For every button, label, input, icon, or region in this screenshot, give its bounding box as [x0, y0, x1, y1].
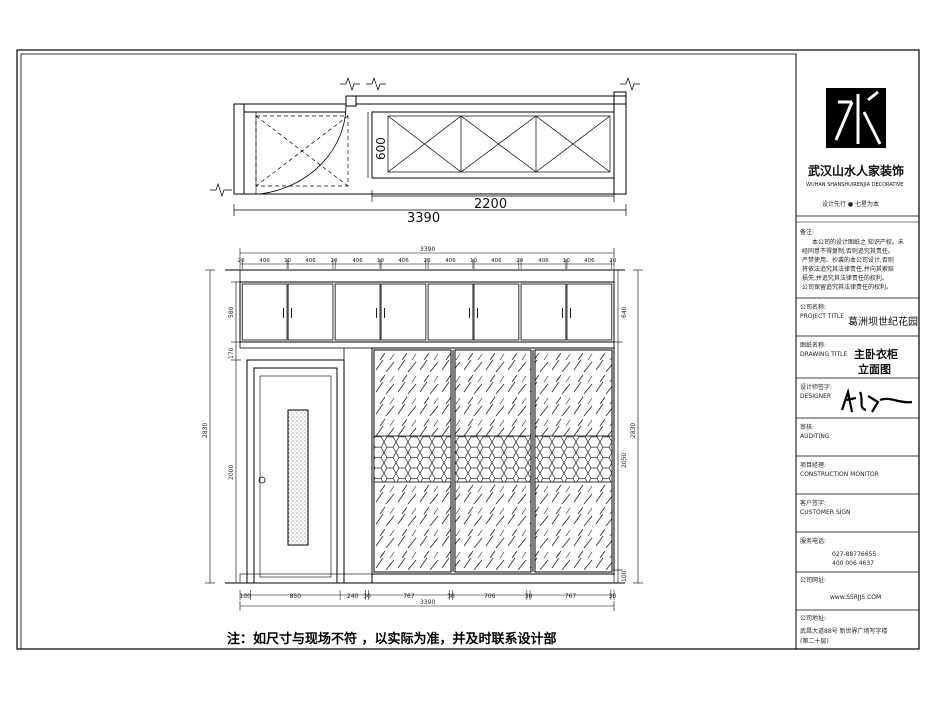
hex-band-2	[454, 435, 532, 483]
upper-cabinet-door	[473, 283, 520, 341]
top-segment-label: 10	[563, 258, 570, 264]
footer-note: 注：如尺寸与现场不符 ，以实际为准，并及时联系设计部	[227, 631, 557, 647]
title-block: 武汉山水人家装饰 WUHAN SHANSHUIRENJIA DECORATIVE…	[795, 54, 919, 649]
address-value-2: (第二十层)	[800, 637, 829, 645]
company-logo	[826, 88, 886, 148]
top-segment-label: 10	[377, 258, 384, 264]
top-segment-label: 406	[352, 258, 363, 264]
elev-top-segments: 20 406 10 406 20 406 10 406 20 406 10 406 20 406 10 406…	[238, 258, 617, 269]
remark-line-2: 经同意不得复制,否则追究其责任。	[802, 247, 894, 255]
company-name-en: WUHAN SHANSHUIRENJIA DECORATIVE	[806, 182, 903, 188]
upper-cabinet-door	[566, 283, 613, 341]
bottom-segment-label: 767	[403, 593, 415, 600]
elevation-view: 3390 20 406 10 406 20 406 10 406 20 406 10 406 20 406…	[202, 246, 643, 611]
bottom-segment-label: 30	[363, 593, 371, 600]
remark-line-5: 损失,并追究其法律责任的权利。	[802, 274, 888, 282]
upper-cabinet-door	[427, 283, 474, 341]
address-value-1: 武昌大道88号 新世界广场写字楼	[800, 627, 888, 635]
upper-cabinet-doors	[241, 283, 613, 341]
drawing-label-en: DRAWING TITLE	[800, 351, 848, 358]
remark-line-3: 严禁使用、抄袭的本公司设计,否则	[802, 256, 894, 264]
remark-line-1: 本公司的设计图纸之 知识产权。未	[812, 238, 904, 246]
remark-label: 备注:	[800, 228, 814, 236]
elev-left-h3: 2000	[228, 465, 235, 480]
remark-line-4: 将依法追究其法律责任,并向其索赔	[802, 265, 894, 273]
elev-right-h1: 640	[621, 306, 628, 318]
remark-line-6: 公司保留追究其法律责任的权利。	[802, 283, 892, 291]
top-segment-label: 406	[445, 258, 456, 264]
elev-right-h3: 100	[621, 570, 628, 582]
top-segment-label: 406	[584, 258, 595, 264]
bottom-segment-label: 706	[484, 593, 496, 600]
plan-depth-label: 600	[374, 137, 388, 160]
top-segment-label: 406	[259, 258, 270, 264]
bottom-segment-label: 30	[609, 593, 617, 600]
hex-band-1	[373, 435, 452, 483]
designer-signature	[840, 387, 913, 413]
construction-label: 项目经理:	[800, 461, 826, 469]
top-segment-label: 406	[398, 258, 409, 264]
elev-bottom-segments: 100 850 240 30 767 30 706 30 767 30	[240, 590, 617, 600]
bottom-segment-label: 100	[240, 593, 252, 600]
top-segment-label: 10	[284, 258, 291, 264]
drawing-label: 图纸名称:	[800, 341, 826, 349]
project-value: 葛洲坝世纪花园	[848, 315, 918, 328]
plan-total-label: 3390	[407, 211, 440, 226]
elev-right-total: 2830	[630, 423, 637, 438]
drawing-value-2: 立面图	[858, 362, 891, 376]
construction-label-en: CONSTRUCTION MONITOR	[800, 471, 879, 478]
upper-cabinet-door	[380, 283, 427, 341]
upper-cabinet-door	[334, 283, 381, 341]
audit-label: 审核:	[800, 423, 814, 431]
upper-cabinet-door	[241, 283, 288, 341]
bottom-segment-label: 850	[290, 593, 302, 600]
project-label-en: PROJECT TITLE	[800, 313, 844, 320]
customer-label-en: CUSTOMER SIGN	[800, 509, 851, 516]
customer-label: 客户签字:	[800, 499, 826, 507]
elev-right-h2: 2050	[621, 453, 628, 468]
audit-label-en: AUDITING	[800, 433, 830, 440]
bottom-segment-label: 30	[447, 593, 455, 600]
upper-cabinet-door	[287, 283, 334, 341]
designer-label: 设计师签字:	[800, 383, 832, 391]
web-value: www.SSRJJS.COM	[830, 594, 881, 601]
top-segment-label: 20	[516, 258, 523, 264]
top-segment-label: 10	[470, 258, 477, 264]
upper-cabinet-door	[520, 283, 567, 341]
sliding-doors	[371, 347, 615, 575]
project-label: 公司名称:	[800, 303, 826, 311]
drawing-value-1: 主卧衣柜	[854, 347, 898, 361]
top-segment-label: 406	[538, 258, 549, 264]
elev-left-total: 2830	[202, 423, 209, 438]
bottom-segment-label: 767	[565, 593, 577, 600]
phone-2: 400 006 4637	[832, 560, 874, 567]
top-segment-label: 20	[238, 258, 245, 264]
elev-left-h1: 580	[228, 306, 235, 318]
phone-1: 027-88776655	[832, 551, 876, 558]
plan-width-label: 2200	[474, 197, 507, 212]
design-slogan: 设计先行 ● 七星为本	[822, 200, 879, 208]
company-name-cn: 武汉山水人家装饰	[808, 163, 904, 178]
top-segment-label: 20	[424, 258, 431, 264]
elev-left-h2: 170	[228, 347, 235, 359]
web-label: 公司网址:	[800, 576, 826, 584]
door-glass-panel	[287, 409, 309, 546]
plan-view: 600 2200 3390	[210, 76, 640, 226]
top-segment-label: 406	[491, 258, 502, 264]
elev-bottom-total-label: 3390	[420, 599, 435, 606]
door-handle	[258, 476, 266, 484]
top-segment-label: 20	[331, 258, 338, 264]
address-label: 公司地址:	[800, 614, 826, 622]
bottom-segment-label: 240	[347, 593, 359, 600]
designer-label-en: DESIGNER	[800, 393, 831, 400]
hex-band-3	[534, 435, 613, 483]
phone-label: 服务电话:	[800, 537, 826, 545]
elev-top-total-label: 3390	[420, 246, 435, 253]
bottom-segment-label: 30	[525, 593, 533, 600]
top-segment-label: 20	[609, 258, 616, 264]
top-segment-label: 406	[305, 258, 316, 264]
